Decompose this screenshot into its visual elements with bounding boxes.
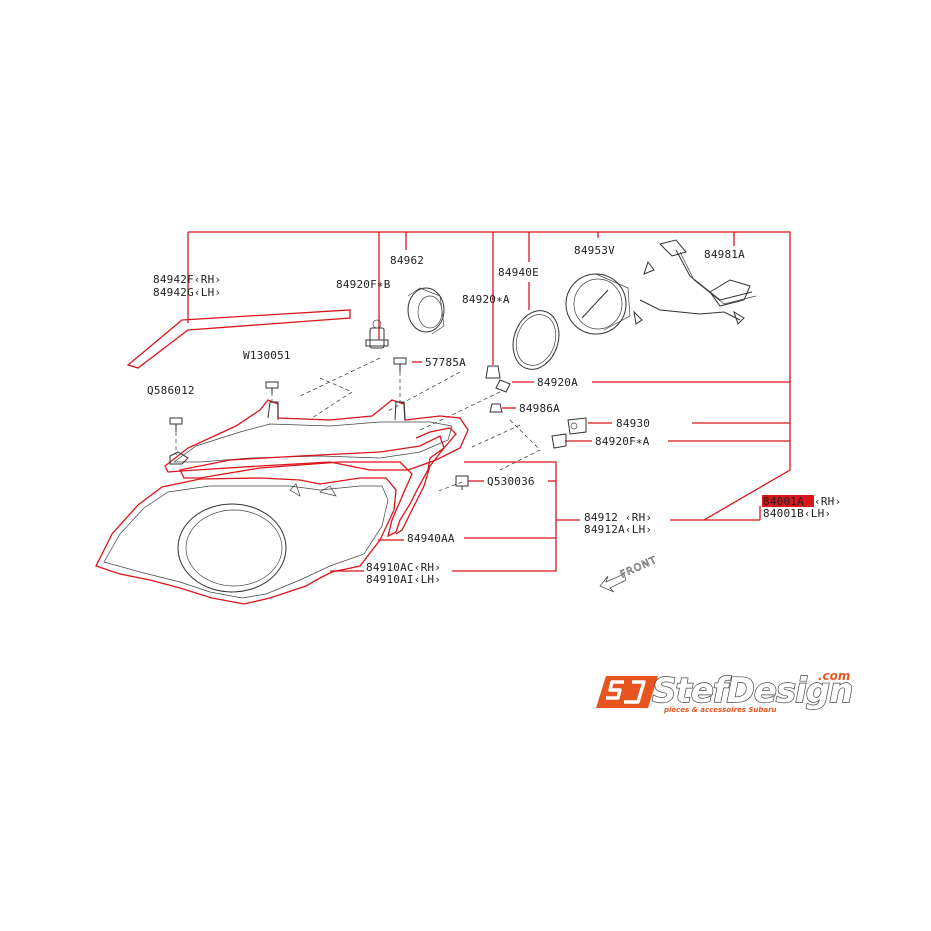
label-84920FB: 84920F∗B [336,278,391,291]
label-84910-rh: 84910AC‹RH› [366,561,441,574]
logo-tagline: pièces & accessoires Subaru [663,706,777,714]
stefdesign-logo: StefDesign .com pièces & accessoires Sub… [596,669,854,714]
headlamp-housing [164,399,469,538]
label-84942-rh: 84942F‹RH› [153,273,221,286]
callout-labels: 84942F‹RH› 84942G‹LH› 84962 84920F∗B W13… [147,244,841,586]
label-84920A: 84920A [537,376,578,389]
trim-strip-84942 [126,309,351,369]
screws [169,357,469,490]
front-arrow: FRONT [599,554,659,593]
label-Q530036: Q530036 [487,475,535,488]
gasket-ring-84940E [512,310,560,370]
label-84920-star-A: 84920∗A [462,293,510,306]
label-84981A: 84981A [704,248,745,261]
front-label: FRONT [619,555,659,581]
harness-84981A [633,239,757,325]
label-84962: 84962 [390,254,424,267]
label-84953V: 84953V [574,244,615,257]
logo-domain: .com [818,669,850,683]
cap-84953V [565,273,631,335]
label-84942-lh: 84942G‹LH› [153,286,221,299]
headlamp-lens [95,477,397,605]
label-84910-lh: 84910AI‹LH› [366,573,441,586]
bulb-84920FB [365,319,389,349]
label-57785A: 57785A [425,356,466,369]
label-84940AA: 84940AA [407,532,455,545]
leader-lines [187,231,791,572]
highlight-84001A [762,495,814,507]
label-84920FA: 84920F∗A [595,435,650,448]
label-84940E: 84940E [498,266,539,279]
label-W130051: W130051 [243,349,291,362]
label-84001B: 84001B‹LH› [763,507,831,520]
bulb-cover-84962 [407,287,445,335]
label-84001A-code: 84001A [763,495,804,508]
logo-sd-mark [596,676,658,708]
label-84986A: 84986A [519,402,560,415]
label-84912-lh: 84912A‹LH› [584,523,652,536]
small-bulbs [485,365,587,449]
label-84912-rh: 84912 ‹RH› [584,511,652,524]
label-Q586012: Q586012 [147,384,195,397]
label-84930: 84930 [616,417,650,430]
label-84001A-side: ‹RH› [814,495,841,508]
logo-name: StefDesign [652,671,852,711]
assembly-dash-lines [175,357,541,493]
